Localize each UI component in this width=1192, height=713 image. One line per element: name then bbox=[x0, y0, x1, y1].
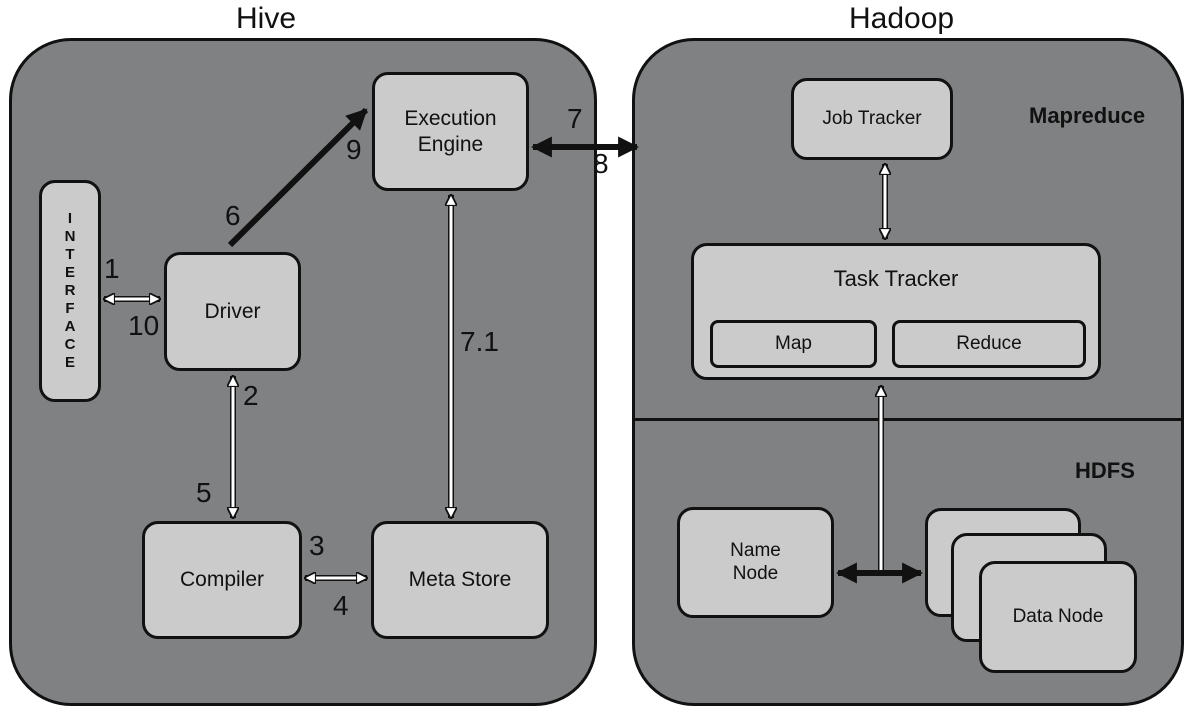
step-label-2: 2 bbox=[243, 380, 259, 411]
job-tracker-label: Job Tracker bbox=[822, 107, 922, 129]
name-node-label-line2: Node bbox=[732, 562, 779, 584]
reduce-label: Reduce bbox=[956, 332, 1022, 354]
map-label: Map bbox=[775, 332, 812, 354]
meta-store-box: Meta Store bbox=[371, 521, 549, 639]
hive-title: Hive bbox=[236, 2, 297, 35]
hdfs-label: HDFS bbox=[1075, 458, 1135, 483]
execution-engine-box: Execution Engine bbox=[372, 72, 529, 191]
step-label-1: 1 bbox=[104, 253, 120, 284]
step-label-5: 5 bbox=[196, 477, 212, 508]
step-label-8: 8 bbox=[593, 148, 609, 179]
interface-box: INTERFACE bbox=[39, 180, 101, 402]
step-label-3: 3 bbox=[309, 530, 325, 561]
step-label-6: 6 bbox=[225, 200, 241, 231]
mapreduce-label: Mapreduce bbox=[1029, 103, 1146, 128]
step-label-7-1: 7.1 bbox=[460, 326, 499, 357]
step-label-9: 9 bbox=[346, 134, 362, 165]
compiler-label: Compiler bbox=[179, 568, 265, 592]
execution-engine-label-line1: Execution bbox=[404, 107, 497, 131]
job-tracker-box: Job Tracker bbox=[791, 78, 953, 160]
driver-box: Driver bbox=[164, 252, 301, 371]
driver-label: Driver bbox=[204, 299, 261, 323]
reduce-box: Reduce bbox=[892, 320, 1086, 368]
data-node-box: Data Node bbox=[979, 561, 1137, 673]
execution-engine-label-line2: Engine bbox=[417, 132, 484, 156]
mapreduce-hdfs-divider bbox=[635, 418, 1181, 421]
step-label-7: 7 bbox=[567, 103, 583, 134]
interface-label: INTERFACE bbox=[61, 210, 79, 372]
name-node-box: Name Node bbox=[677, 507, 834, 618]
meta-store-label: Meta Store bbox=[408, 568, 512, 592]
data-node-label: Data Node bbox=[1012, 605, 1104, 627]
step-label-10: 10 bbox=[128, 310, 160, 341]
name-node-label-line1: Name bbox=[730, 539, 781, 561]
compiler-box: Compiler bbox=[142, 521, 302, 639]
step-label-4: 4 bbox=[333, 590, 349, 621]
map-box: Map bbox=[710, 320, 877, 368]
hadoop-title: Hadoop bbox=[849, 2, 955, 35]
task-tracker-label: Task Tracker bbox=[833, 266, 959, 291]
